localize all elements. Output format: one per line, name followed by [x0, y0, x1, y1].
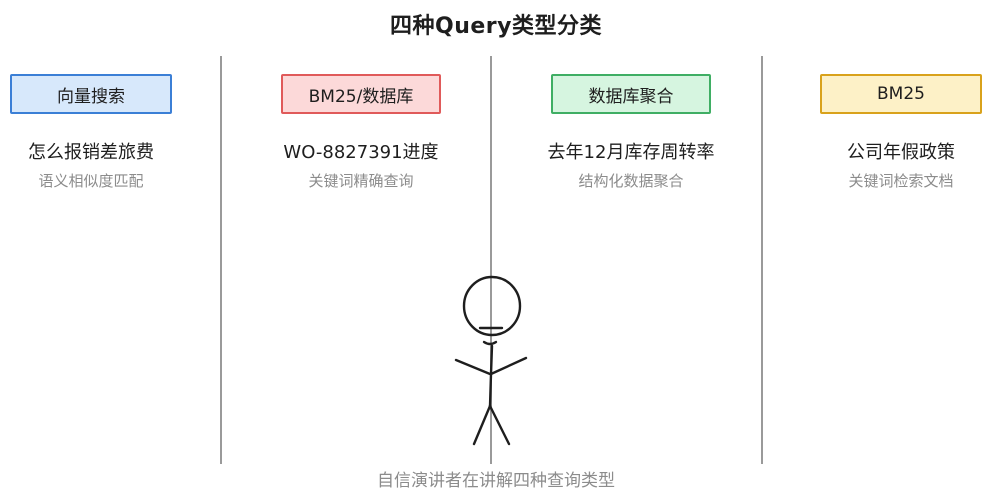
type-label: BM25/数据库 — [308, 86, 414, 107]
type-label: 向量搜索 — [57, 86, 125, 107]
query-description: 语义相似度匹配 — [38, 172, 144, 190]
figure-face — [478, 326, 504, 346]
query-example: 公司年假政策 — [847, 142, 955, 163]
type-box-database-aggregation: 数据库聚合 — [551, 74, 711, 114]
query-example: WO-8827391进度 — [283, 142, 439, 163]
figure-left-arm — [454, 358, 492, 376]
column-divider — [490, 56, 492, 464]
query-description: 关键词检索文档 — [848, 172, 954, 190]
type-box-vector-search: 向量搜索 — [10, 74, 172, 114]
speaker-stick-figure — [454, 275, 528, 446]
type-label: BM25 — [877, 84, 925, 104]
figure-torso — [488, 344, 494, 408]
query-description: 关键词精确查询 — [308, 172, 414, 190]
type-box-bm25: BM25 — [820, 74, 982, 114]
query-example: 去年12月库存周转率 — [547, 142, 715, 163]
type-label: 数据库聚合 — [588, 86, 674, 107]
figure-right-leg — [488, 404, 511, 446]
column-divider — [761, 56, 763, 464]
type-box-bm25-database: BM25/数据库 — [281, 74, 441, 114]
diagram-title: 四种Query类型分类 — [390, 14, 602, 39]
figure-head — [462, 275, 522, 337]
figure-caption: 自信演讲者在讲解四种查询类型 — [377, 471, 615, 491]
column-divider — [220, 56, 222, 464]
figure-left-leg — [472, 404, 492, 446]
query-description: 结构化数据聚合 — [578, 172, 684, 190]
figure-right-arm — [489, 356, 528, 376]
query-example: 怎么报销差旅费 — [28, 142, 154, 163]
